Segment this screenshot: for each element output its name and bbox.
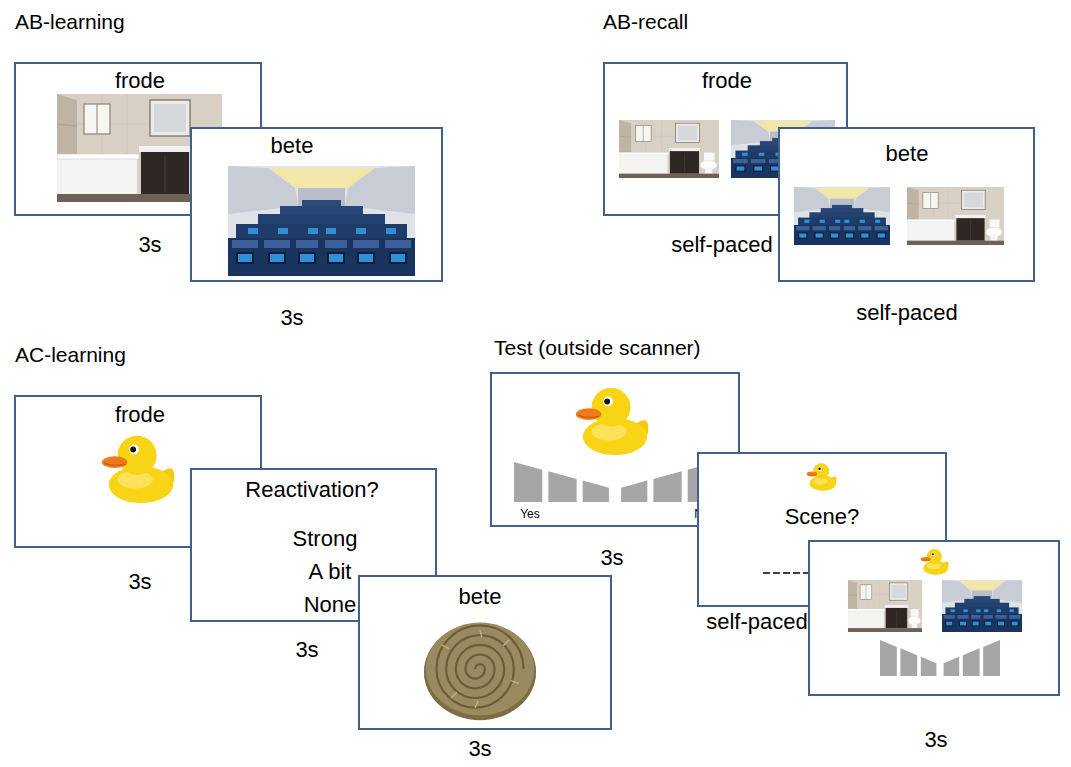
stimulus-frame: beteself-paced (778, 127, 1035, 282)
stimulus-picture (422, 615, 538, 723)
phase-heading: AC-learning (15, 343, 126, 367)
picture-instance (228, 166, 415, 276)
duration-label: 3s (295, 637, 318, 662)
picture-instance (794, 187, 890, 245)
response-option: Strong (293, 526, 358, 551)
scale-end-label: Yes (520, 508, 540, 522)
duration-label: self-paced (706, 609, 808, 634)
picture-instance (942, 580, 1022, 632)
picture-instance (576, 388, 648, 455)
duration-label: 3s (138, 232, 161, 257)
stimulus-frame: bete3s (190, 127, 443, 282)
phase-heading: Test (outside scanner) (494, 336, 701, 360)
phase-heading: AB-learning (15, 10, 125, 34)
stimulus-picture (804, 460, 840, 492)
stimulus-picture (907, 187, 1004, 245)
picture-instance (424, 623, 536, 721)
picture-instance (102, 436, 174, 503)
picture-instance (880, 640, 1000, 676)
duration-label: 3s (600, 545, 623, 570)
question-text: Reactivation? (245, 477, 378, 502)
stimulus-picture (794, 187, 890, 245)
stimulus-picture (619, 120, 719, 178)
stimulus-picture (918, 546, 952, 576)
duration-label: self-paced (671, 232, 773, 257)
question-text: Scene? (785, 504, 860, 529)
word-cue: bete (271, 133, 314, 158)
stimulus-picture (942, 580, 1022, 632)
word-cue: bete (886, 141, 929, 166)
response-option: None (304, 592, 357, 617)
stimulus-picture (880, 640, 1000, 676)
stimulus-picture (228, 166, 415, 276)
picture-instance (619, 120, 719, 178)
picture-instance (921, 549, 949, 575)
stimulus-frame: 3s (808, 540, 1060, 696)
phase-heading: AB-recall (603, 10, 688, 34)
word-cue: frode (115, 68, 165, 93)
stimulus-picture (100, 427, 178, 507)
duration-label: 3s (280, 305, 303, 330)
duration-label: self-paced (856, 300, 958, 325)
picture-instance (907, 187, 1004, 245)
word-cue: frode (702, 68, 752, 93)
stimulus-frame: bete3s (358, 575, 612, 730)
word-cue: frode (115, 402, 165, 427)
picture-instance (848, 580, 922, 632)
picture-instance (807, 463, 837, 491)
word-cue: bete (459, 584, 502, 609)
picture-instance (514, 462, 716, 502)
response-option: A bit (309, 559, 352, 584)
duration-label: 3s (924, 727, 947, 752)
duration-label: 3s (128, 569, 151, 594)
duration-label: 3s (468, 736, 491, 761)
stimulus-picture (848, 580, 922, 632)
stimulus-picture (514, 462, 716, 502)
stimulus-picture (574, 380, 652, 458)
